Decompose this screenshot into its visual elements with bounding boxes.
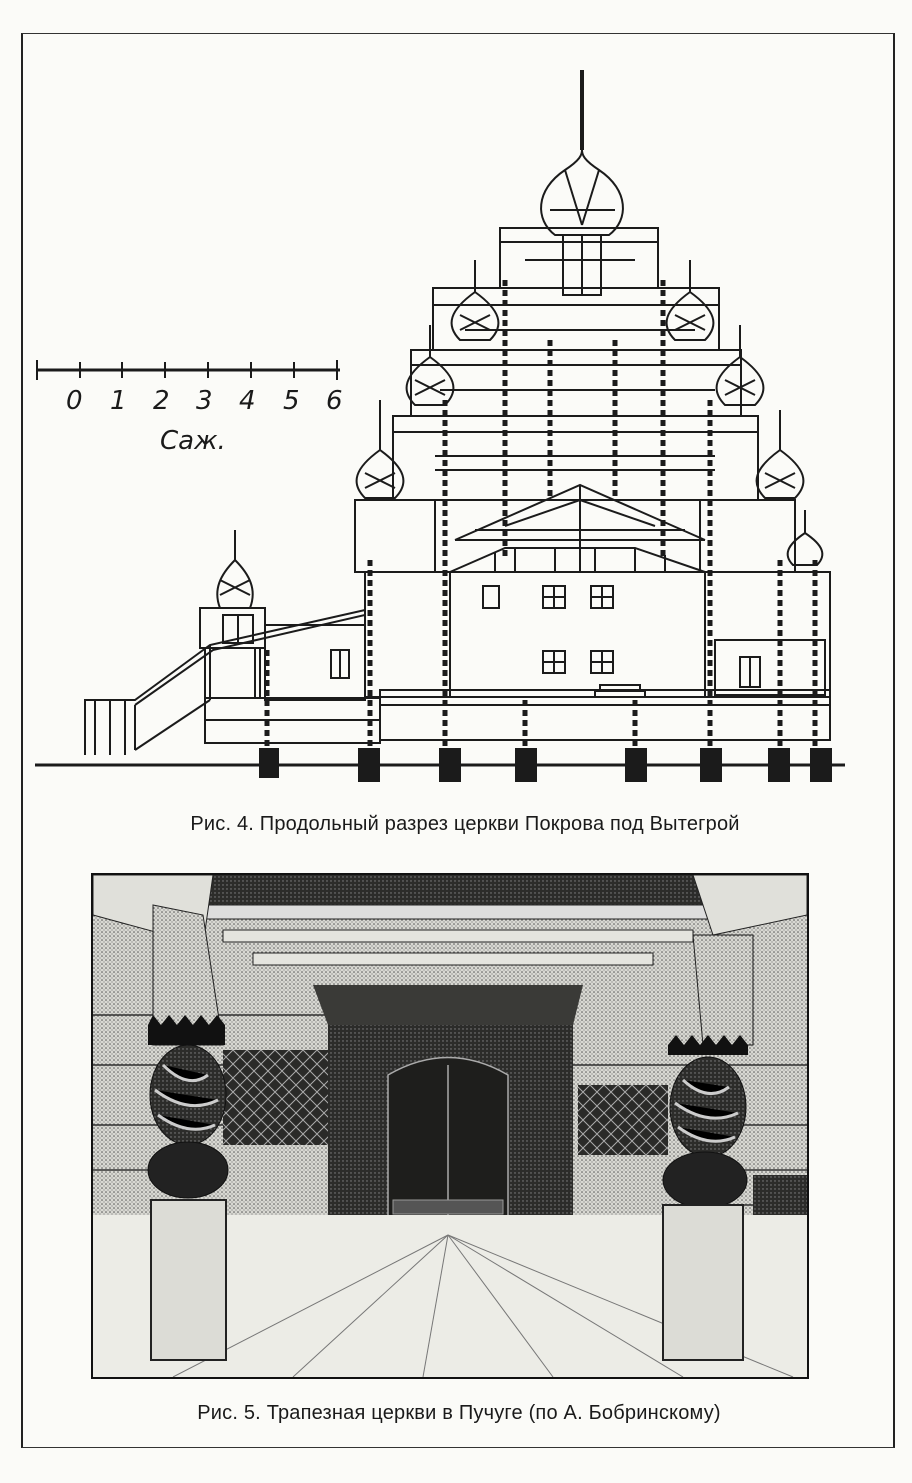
figure-4-caption: Рис. 4. Продольный разрез церкви Покрова…	[190, 813, 740, 835]
scale-number: 4	[239, 386, 256, 416]
refectory-engraving	[93, 875, 807, 1377]
figure-5-caption: Рис. 5. Трапезная церкви в Пучуге (по А.…	[197, 1402, 721, 1424]
scale-number: 0	[66, 386, 83, 416]
scale-number: 3	[196, 386, 213, 416]
church-section-drawing	[35, 70, 845, 782]
scale-number: 5	[283, 386, 300, 416]
scale-number: 6	[326, 386, 343, 416]
page-frame	[21, 33, 895, 1448]
refectory-interior-illustration	[91, 873, 809, 1379]
scale-unit: Саж.	[160, 426, 226, 456]
scale-number: 1	[110, 386, 127, 416]
scale-number: 2	[153, 386, 170, 416]
scale-bar-numbers: 0 1 2 3 4 5 6	[36, 386, 356, 426]
